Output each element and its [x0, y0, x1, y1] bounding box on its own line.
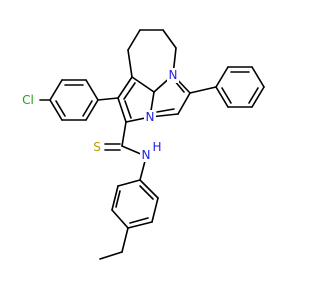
ring-nitrogen-label: N [169, 68, 178, 82]
bond [121, 145, 144, 156]
amide-hydrogen-label: H [152, 140, 161, 154]
bond [251, 66, 265, 88]
bond [189, 86, 217, 94]
bond [127, 29, 141, 51]
bond-double [55, 100, 66, 117]
bond [97, 97, 119, 101]
bond [139, 179, 159, 199]
bond [151, 197, 159, 223]
bond [215, 86, 229, 108]
structure-canvas: Cl S N H N N [17, 29, 265, 260]
bond [85, 99, 99, 121]
molecule-structure: Cl S N H N N [17, 29, 265, 260]
bond [49, 79, 63, 101]
bond [139, 160, 146, 181]
bond-double [123, 82, 136, 100]
bond [117, 76, 133, 99]
bond [251, 86, 265, 108]
bond [117, 97, 127, 123]
bond [111, 209, 129, 229]
bond [49, 99, 63, 121]
bond [127, 49, 133, 78]
bond [162, 29, 177, 49]
bond [121, 121, 127, 147]
bond-double [248, 87, 259, 104]
bond [177, 92, 191, 115]
bond-double [221, 87, 232, 104]
bond-double [82, 100, 93, 117]
chlorine-atom-label: Cl [22, 93, 34, 107]
bond [215, 66, 229, 88]
bond-double [156, 108, 175, 113]
bridgehead-nitrogen-label: N [146, 110, 155, 124]
bond [111, 185, 119, 211]
bond [99, 251, 123, 260]
bond [131, 76, 155, 93]
bond [121, 227, 129, 253]
sulfur-atom-label: S [93, 140, 101, 154]
bond-double [139, 185, 154, 200]
bond [127, 221, 153, 229]
bond [117, 179, 141, 187]
atom-labels: Cl S N H N N [17, 68, 179, 162]
amide-nitrogen-label: N [142, 148, 151, 162]
bond-double [115, 190, 121, 208]
bond-double [129, 217, 149, 224]
bond [85, 79, 99, 101]
bond-double [124, 100, 132, 119]
